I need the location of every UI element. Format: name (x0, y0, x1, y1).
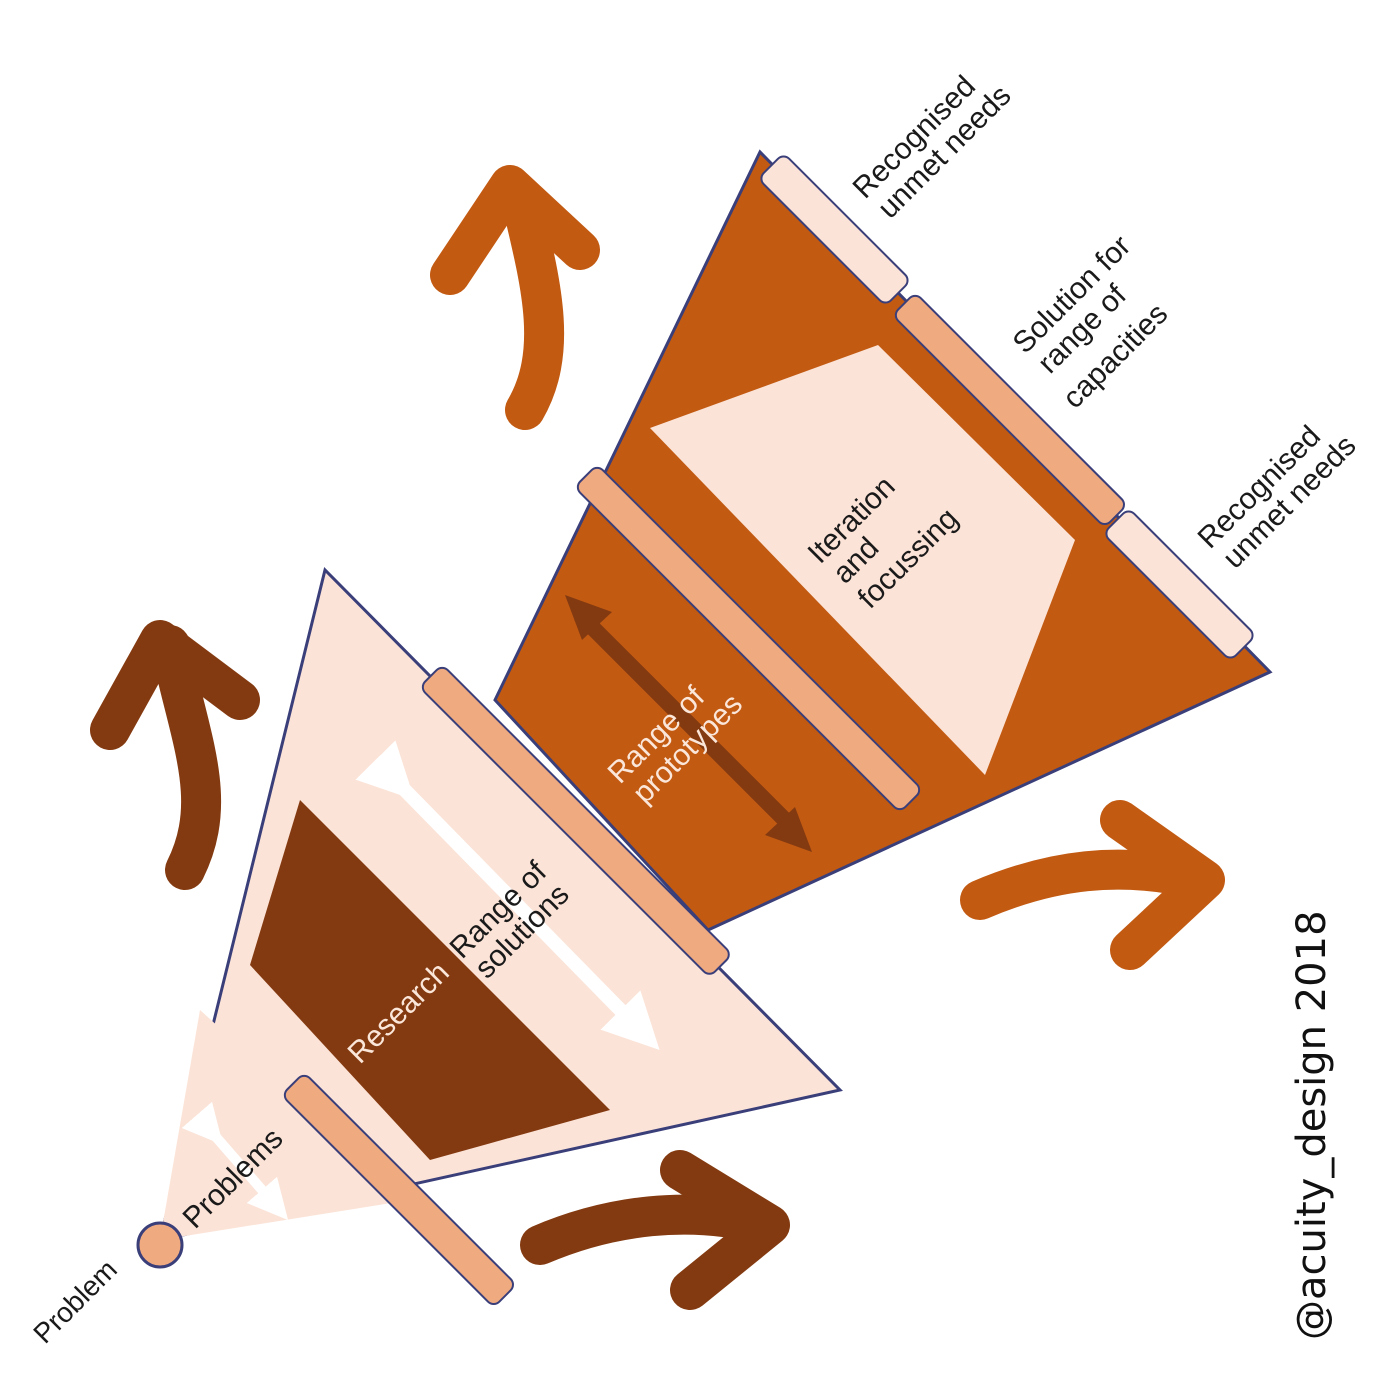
solutions-arrow (355, 740, 660, 1050)
needs-bottom-label: Recognised unmet needs (1192, 420, 1363, 575)
hand-arrow-up-brown (90, 620, 260, 890)
problems-arrow (181, 1101, 289, 1221)
needs-top-label: Recognised unmet needs (847, 70, 1018, 225)
solution-capacities-label: Solution for range of capacities (1007, 229, 1175, 415)
divider-bar-3 (576, 466, 921, 811)
problem-label: Problem (27, 1254, 123, 1350)
hand-arrow-right-brown (520, 1150, 790, 1310)
iteration-shape (650, 345, 1075, 775)
prototypes-arrow (565, 595, 812, 852)
bar-solution-range (894, 294, 1125, 525)
bar-needs-top (760, 155, 909, 304)
bar-needs-bottom (1105, 510, 1254, 659)
problem-dot (136, 1221, 184, 1269)
hand-arrow-right-orange (960, 800, 1225, 970)
hand-arrow-up-orange (430, 165, 600, 430)
divider-bar-1 (283, 1074, 514, 1305)
watermark: @acuity_design 2018 (1289, 910, 1335, 1340)
